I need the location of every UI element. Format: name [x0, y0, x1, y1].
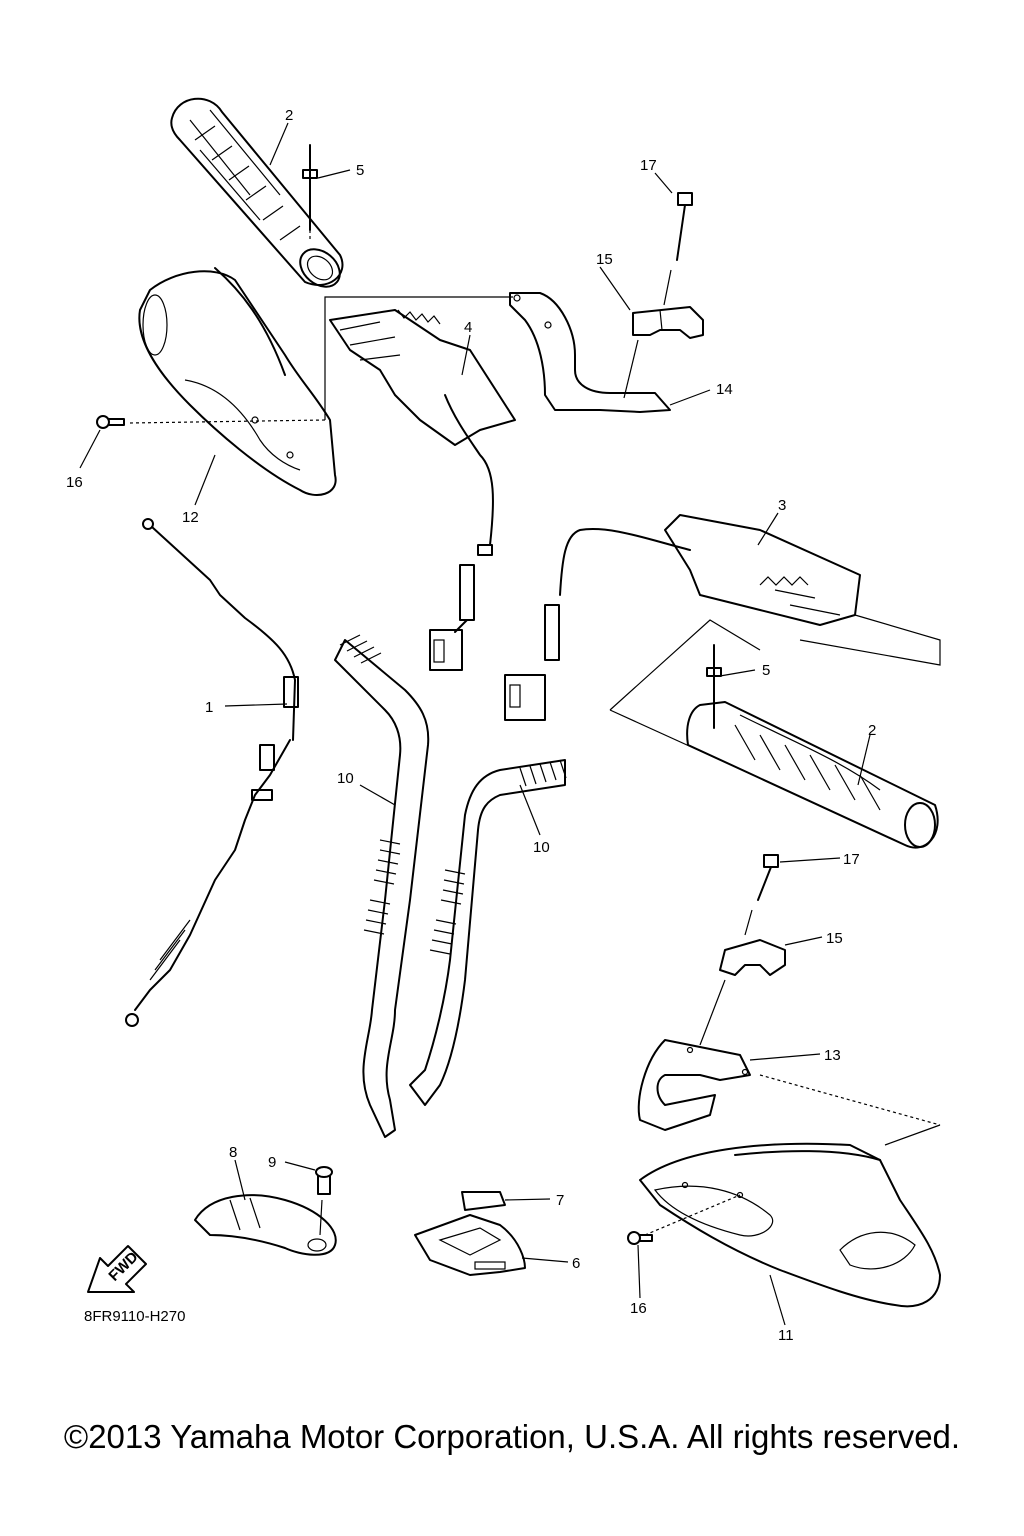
callout-8: 8 [229, 1144, 237, 1161]
heater-element-4 [329, 309, 516, 556]
callout-6: 6 [572, 1255, 580, 1272]
callout-11: 11 [778, 1327, 794, 1344]
callout-15-top: 15 [596, 251, 613, 268]
bolt-17-top [663, 192, 693, 306]
callout-12: 12 [182, 509, 199, 526]
callout-14: 14 [716, 381, 733, 398]
callout-7: 7 [556, 1192, 564, 1209]
leader-lines [79, 122, 871, 1326]
callout-2-right: 2 [868, 722, 876, 739]
callout-13: 13 [824, 1047, 841, 1064]
callout-1: 1 [205, 699, 213, 716]
copyright-notice: ©2013 Yamaha Motor Corporation, U.S.A. A… [63, 1418, 961, 1455]
heater-element-3 [544, 514, 941, 666]
callout-17-right: 17 [843, 851, 860, 868]
connector-right [504, 674, 546, 721]
parts-diagram: FWD 2 5 17 15 4 14 16 12 3 5 2 1 10 10 [66, 97, 941, 1344]
hand-guard-right [639, 1142, 941, 1308]
fwd-arrow-icon: FWD [87, 1245, 147, 1293]
callout-3: 3 [778, 497, 786, 514]
diagram-code: 8FR9110-H270 [84, 1308, 186, 1325]
bolt-16-left [96, 415, 125, 429]
callout-5-right: 5 [762, 662, 770, 679]
bracket-13 [637, 1039, 751, 1131]
clamp-15-right [719, 939, 786, 976]
throttle-cable-1 [125, 518, 299, 1027]
callout-16-right: 16 [630, 1300, 647, 1317]
callout-5-top: 5 [356, 162, 364, 179]
handlebar-10-right [409, 759, 567, 1106]
callout-10-right: 10 [533, 839, 550, 856]
callout-10-left: 10 [337, 770, 354, 787]
screw-9 [315, 1166, 333, 1236]
bolt-16-right [627, 1231, 653, 1245]
connector-left [429, 564, 475, 671]
bolt-17-right [744, 854, 779, 936]
callout-17-top: 17 [640, 157, 657, 174]
grip-top [170, 97, 344, 288]
grip-right [609, 619, 939, 849]
callout-15-right: 15 [826, 930, 843, 947]
pad-7 [461, 1191, 506, 1211]
hand-guard-left [138, 267, 337, 496]
callout-9: 9 [268, 1154, 276, 1171]
callout-4: 4 [464, 319, 472, 336]
switch-housing-6 [414, 1214, 526, 1276]
pin-top [302, 144, 318, 240]
callout-2-top: 2 [285, 107, 293, 124]
clamp-15-top [632, 306, 704, 339]
callout-16-left: 16 [66, 474, 83, 491]
bracket-14 [509, 292, 671, 413]
housing-8 [194, 1194, 337, 1256]
handlebar-10-left [334, 634, 430, 1138]
pin-right [706, 644, 722, 729]
